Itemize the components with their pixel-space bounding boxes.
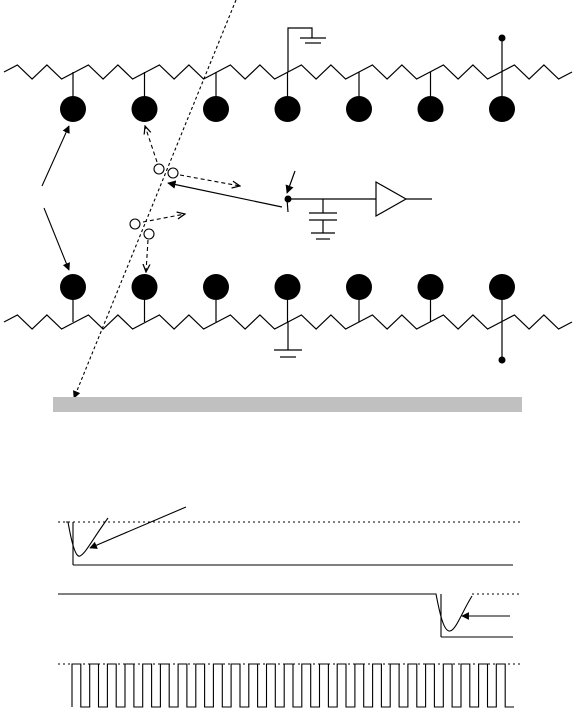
upper-electrode [346,96,372,122]
ground-symbol-top [288,28,326,72]
charge-pair-upper [145,126,240,186]
terminal-bottom [499,322,506,364]
lower-electrode [60,274,86,300]
waveform-clock [58,664,522,707]
upper-electrode [275,96,301,122]
terminal-top [499,35,506,73]
upper-electrode [203,96,229,122]
upper-electrode [132,96,158,122]
amplifier-symbol [376,182,432,216]
upper-electrode [60,96,86,122]
lower-electrode [275,274,301,300]
readout-node [285,196,292,203]
lower-electrode [418,274,444,300]
readout-circuit [168,171,376,239]
particle-track [74,0,236,398]
waveform-early-pulse [58,507,522,565]
upper-electrode [418,96,444,122]
upper-electrode [489,96,515,122]
charge-pair-lower [130,214,185,272]
lower-electrode [346,274,372,300]
upper-electrode-row [60,72,515,122]
waveform-late-pulse [58,594,522,637]
lower-electrode [132,274,158,300]
sensor-band [53,397,522,412]
lower-electrode-row [60,274,515,322]
pointer-arrows-left [42,126,69,270]
lower-electrode [489,274,515,300]
lower-electrode [203,274,229,300]
